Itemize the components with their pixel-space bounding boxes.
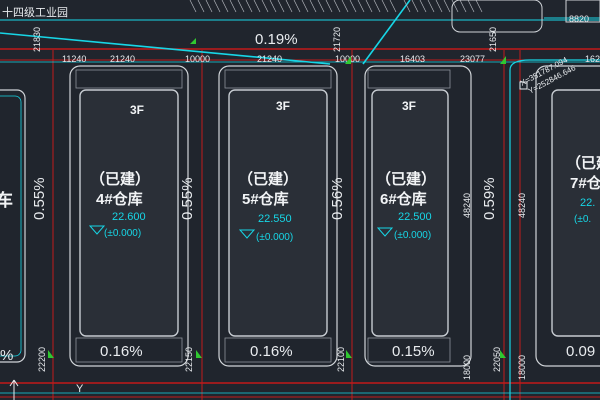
building-5[interactable]: 3F （已建） 5#仓库 22.550 (±0.000) 0.16% xyxy=(218,65,338,367)
top-parking-outline xyxy=(451,0,543,33)
building-4-floors: 3F xyxy=(130,103,144,117)
building-6-elevation: 22.500 xyxy=(398,211,432,223)
survey-point-marker[interactable] xyxy=(519,81,528,90)
top-dimensions: 21830 11240 21240 10000 21240 10000 1640… xyxy=(32,27,600,64)
svg-text:16403: 16403 xyxy=(400,54,425,64)
building-5-name: 5#仓库 xyxy=(242,190,289,208)
red-grid-lines xyxy=(0,48,600,400)
svg-text:22200: 22200 xyxy=(37,347,47,372)
side-dimension-2: 48240 xyxy=(517,193,527,218)
building-left-slope: % xyxy=(0,347,13,364)
building-7-name: 7#仓库 xyxy=(570,174,600,192)
building-5-elevation-marker xyxy=(238,229,256,239)
building-4-name: 4#仓库 xyxy=(96,190,143,208)
bottom-vertical-dimensions: 22200 22150 22100 22050 xyxy=(37,347,502,372)
right-slope-label: 0.59% xyxy=(481,177,498,220)
building-7-slope: 0.09 xyxy=(566,343,595,360)
building-left-name-fragment: 车 xyxy=(0,190,13,210)
building-4-status: （已建） xyxy=(90,170,150,188)
svg-text:21720: 21720 xyxy=(332,27,342,52)
column-slope-2: 0.56% xyxy=(329,177,346,220)
svg-text:11240: 11240 xyxy=(62,54,86,64)
svg-text:22050: 22050 xyxy=(492,347,502,372)
building-6[interactable]: 3F （已建） 6#仓库 22.500 (±0.000) 0.15% xyxy=(364,65,472,367)
building-5-slope: 0.16% xyxy=(250,343,293,360)
building-5-floors: 3F xyxy=(276,99,290,113)
svg-text:162: 162 xyxy=(585,54,600,64)
side-dimension-1: 48240 xyxy=(462,193,472,218)
svg-text:21240: 21240 xyxy=(257,54,282,64)
svg-text:22150: 22150 xyxy=(184,347,194,372)
building-4-elevation: 22.600 xyxy=(112,211,146,223)
top-hatch-band xyxy=(189,0,483,13)
building-6-status: （已建） xyxy=(376,170,436,188)
building-6-elevation-marker xyxy=(376,227,394,237)
ucs-axis-icon xyxy=(9,379,19,400)
building-4-slope: 0.16% xyxy=(100,343,143,360)
svg-text:10000: 10000 xyxy=(185,54,210,64)
top-slope-label: 0.19% xyxy=(255,31,298,48)
building-6-name: 6#仓库 xyxy=(380,190,427,208)
building-6-floors: 3F xyxy=(402,99,416,113)
building-left-partial[interactable]: 车 % xyxy=(0,89,26,364)
building-7-elevation: 22. xyxy=(580,197,595,209)
building-5-status: （已建） xyxy=(238,170,298,188)
building-6-slope: 0.15% xyxy=(392,343,435,360)
building-7-reference: (±0. xyxy=(574,214,591,225)
axis-label: Y xyxy=(76,383,84,395)
column-slope-1: 0.55% xyxy=(179,177,196,220)
building-5-elevation: 22.550 xyxy=(258,213,292,225)
svg-text:22100: 22100 xyxy=(336,347,346,372)
svg-text:21830: 21830 xyxy=(32,27,42,52)
svg-text:21650: 21650 xyxy=(488,27,498,52)
building-6-reference: (±0.000) xyxy=(394,230,431,241)
building-4-elevation-marker xyxy=(88,225,106,235)
green-markers xyxy=(48,38,506,358)
building-7-status: （已建 xyxy=(566,154,600,172)
bottom-dimension-2: 18000 xyxy=(517,355,527,380)
building-5-reference: (±0.000) xyxy=(256,232,293,243)
building-4[interactable]: 3F （已建） 4#仓库 22.600 (±0.000) 0.16% xyxy=(69,65,189,367)
building-4-reference: (±0.000) xyxy=(104,228,141,239)
top-area-label: 十四级工业园 xyxy=(2,5,68,19)
left-slope-label: 0.55% xyxy=(31,177,48,220)
bottom-dimension-1: 18000 xyxy=(462,355,472,380)
svg-text:23077: 23077 xyxy=(460,54,485,64)
svg-text:10000: 10000 xyxy=(335,54,360,64)
building-7[interactable]: （已建 7#仓库 22. (±0. 0.09 xyxy=(535,65,600,367)
corner-label: 8820 xyxy=(569,14,589,24)
svg-text:21240: 21240 xyxy=(110,54,135,64)
corner-box xyxy=(565,0,600,23)
